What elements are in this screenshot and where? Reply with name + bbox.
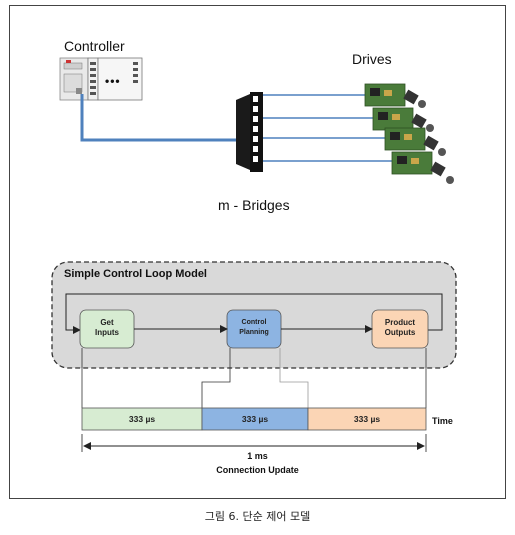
duration-label: 1 ms [247,451,268,461]
controller-device [59,57,143,101]
controller-cable [80,94,240,142]
figure-caption: 그림 6. 단순 제어 모델 [204,510,311,523]
loop-title: Simple Control Loop Model [64,268,207,280]
leader-line [201,348,231,408]
segment-label-planning: 333 µs [241,414,269,424]
drive-board [364,83,426,108]
bridges-label: m - Bridges [218,197,290,213]
time-label: Time [432,416,453,426]
drive-board [384,127,446,156]
drive-board [391,151,454,184]
controller-label: Controller [64,38,125,54]
drives-label: Drives [352,51,392,67]
drive-board [372,107,434,132]
timeline-segment-outputs [307,407,427,431]
segment-label-outputs: 333 µs [353,414,381,424]
connection-update-label: Connection Update [216,465,299,475]
feedback-arrow [65,293,443,334]
drive-cables [263,94,392,162]
leader-line [279,348,309,408]
controller-dots: ••• [105,74,121,88]
bridge-block [236,92,263,172]
segment-label-inputs: 333 µs [128,414,156,424]
